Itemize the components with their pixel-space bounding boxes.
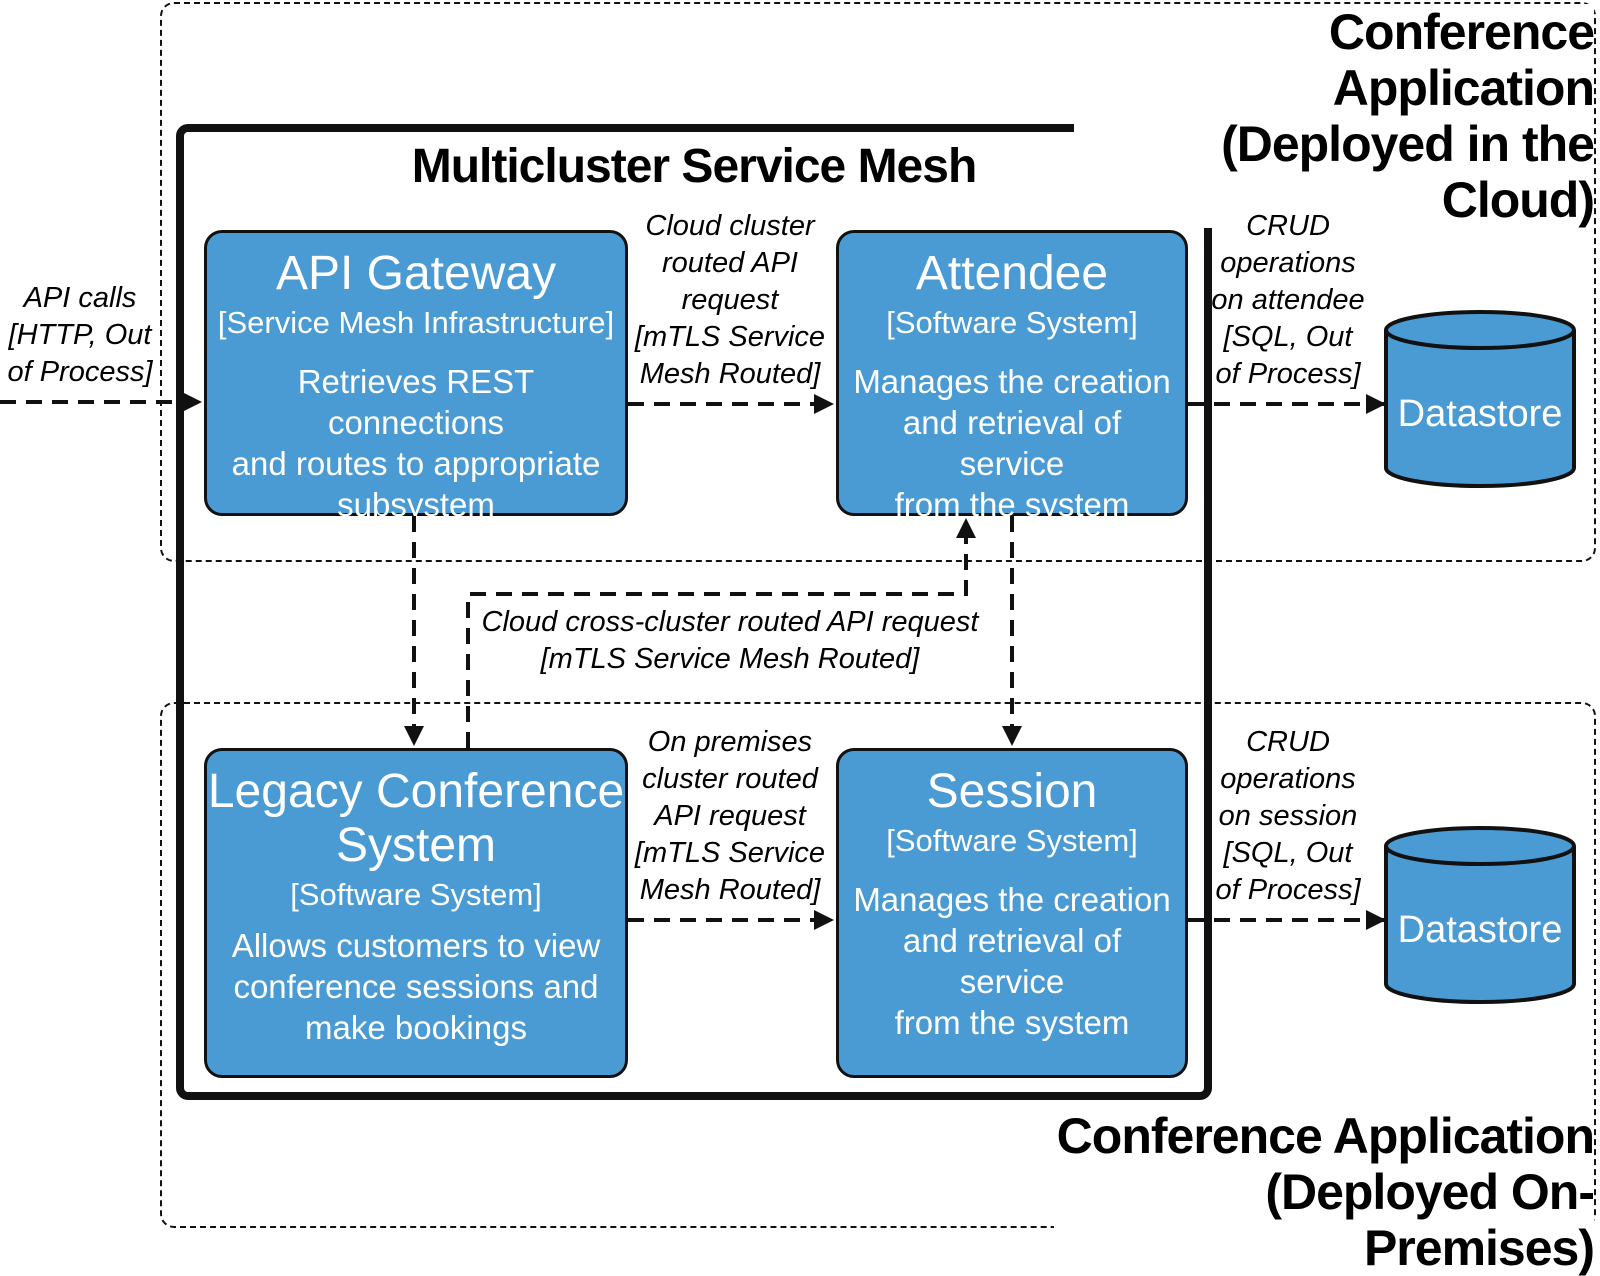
arrow-legacy-to-attendee [466, 518, 976, 748]
attendee-type: [Software System] [886, 305, 1138, 340]
desc-line: conference sessions and [233, 968, 599, 1005]
label-line: [mTLS Service Mesh Routed] [540, 643, 920, 675]
attendee-description: Manages the creation and retrieval of se… [839, 361, 1185, 525]
cloud-title-line1: Conference Application [1328, 4, 1595, 116]
connectors-layer [0, 310, 1576, 1004]
label-line: [HTTP, Out [8, 319, 152, 351]
legacy-conference-system-box[interactable]: Legacy Conference System [Software Syste… [204, 748, 628, 1078]
datastore-bottom-cylinder [1384, 826, 1576, 1004]
onprem-deployment-boundary [160, 702, 1596, 1228]
label-line: [SQL, Out [1223, 321, 1353, 353]
mesh-title: Multicluster Service Mesh [411, 140, 978, 193]
label-line: CRUD [1246, 210, 1330, 242]
label-api-calls: API calls [HTTP, Out of Process] [0, 280, 160, 391]
label-line: of Process] [1215, 874, 1361, 906]
legacy-type: [Software System] [290, 877, 542, 912]
api-gateway-box[interactable]: API Gateway [Service Mesh Infrastructure… [204, 230, 628, 523]
label-crud-attendee: CRUD operations on attendee [SQL, Out of… [1200, 208, 1376, 393]
label-onprem-cluster-routed: On premises cluster routed API request [… [628, 724, 832, 909]
cloud-deployment-boundary [160, 2, 1596, 562]
label-line: cluster routed [642, 763, 818, 795]
cloud-title-line2: (Deployed in the Cloud) [1221, 116, 1595, 228]
label-line: of Process] [1215, 358, 1361, 390]
desc-line: from the system [894, 1004, 1130, 1041]
label-line: [mTLS Service [634, 837, 826, 869]
label-line: routed API [662, 247, 798, 279]
label-line: On premises [647, 726, 813, 758]
datastore-top-label: Datastore [1397, 393, 1563, 435]
attendee-box[interactable]: Attendee [Software System] Manages the c… [836, 230, 1188, 523]
multicluster-service-mesh [176, 124, 1212, 1100]
session-name: Session [926, 765, 1098, 818]
desc-line: Manages the creation [853, 363, 1171, 400]
label-line: operations [1220, 247, 1356, 279]
legacy-description: Allows customers to view conference sess… [224, 925, 609, 1048]
label-line: Cloud cluster [645, 210, 815, 242]
desc-line: Allows customers to view [231, 927, 601, 964]
datastore-bottom-label: Datastore [1397, 909, 1563, 951]
label-line: API request [654, 800, 806, 832]
desc-line: and retrieval of service [902, 922, 1122, 1000]
label-line: operations [1220, 763, 1356, 795]
label-line: request [681, 284, 779, 316]
label-line: CRUD [1246, 726, 1330, 758]
attendee-name: Attendee [915, 247, 1109, 300]
cloud-boundary-title: Conference Application (Deployed in the … [1074, 4, 1595, 228]
label-line: Mesh Routed] [639, 358, 821, 390]
session-type: [Software System] [886, 823, 1138, 858]
session-box[interactable]: Session [Software System] Manages the cr… [836, 748, 1188, 1078]
desc-line: and retrieval of service [902, 404, 1122, 482]
label-line: of Process] [7, 356, 153, 388]
label-line: [SQL, Out [1223, 837, 1353, 869]
datastore-top-cylinder [1384, 310, 1576, 488]
api-gateway-type: [Service Mesh Infrastructure] [217, 305, 615, 340]
api-gateway-description: Retrieves REST connections and routes to… [207, 361, 625, 525]
name-line: System [335, 819, 497, 872]
label-line: Mesh Routed] [639, 874, 821, 906]
desc-line: and routes to appropriate [231, 445, 601, 482]
desc-line: Retrieves REST connections [297, 363, 535, 441]
label-line: Cloud cross-cluster routed API request [481, 606, 979, 638]
legacy-name: Legacy Conference System [208, 765, 624, 873]
desc-line: make bookings [305, 1009, 527, 1046]
session-description: Manages the creation and retrieval of se… [839, 879, 1185, 1043]
label-crud-session: CRUD operations on session [SQL, Out of … [1200, 724, 1376, 909]
desc-line: Manages the creation [853, 881, 1171, 918]
label-line: on session [1218, 800, 1358, 832]
label-cross-cluster: Cloud cross-cluster routed API request [… [480, 604, 980, 678]
label-line: [mTLS Service [634, 321, 826, 353]
name-line: Legacy Conference [207, 765, 625, 818]
onprem-title-line1: Conference Application [1056, 1108, 1595, 1164]
label-line: API calls [23, 282, 137, 314]
label-cloud-cluster-routed: Cloud cluster routed API request [mTLS S… [628, 208, 832, 393]
api-gateway-name: API Gateway [275, 247, 557, 300]
label-line: on attendee [1211, 284, 1365, 316]
